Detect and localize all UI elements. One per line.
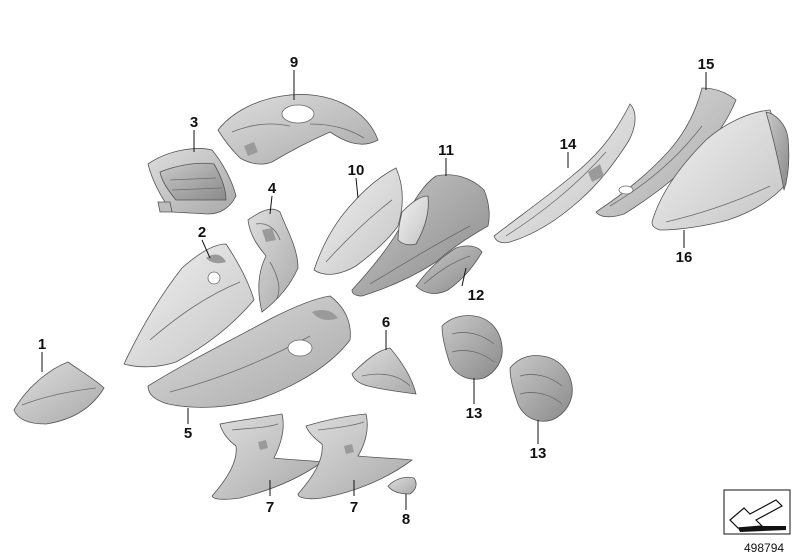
callout-12: 12 <box>468 287 485 304</box>
callout-3: 3 <box>190 114 198 131</box>
callout-10: 10 <box>348 162 365 179</box>
leader-10 <box>355 177 359 199</box>
callout-15: 15 <box>698 56 715 73</box>
part-7-belly-pan-left <box>211 413 324 500</box>
reference-number: 498794 <box>744 541 784 555</box>
reference-box <box>723 489 791 535</box>
part-14-rear-side-trim <box>493 103 636 244</box>
leader-12 <box>461 267 467 287</box>
callout-1: 1 <box>38 336 46 353</box>
callout-7-right: 7 <box>350 499 358 516</box>
part-16-rear-cowl <box>651 109 790 231</box>
part-9-tank-cover <box>217 94 379 165</box>
part-12-inner-panel <box>415 245 483 294</box>
callout-5: 5 <box>184 425 192 442</box>
callout-6: 6 <box>382 314 390 331</box>
part-4-inner-bracket <box>247 208 299 313</box>
part-8-small-cap <box>387 476 417 495</box>
callout-8: 8 <box>402 511 410 528</box>
part-5-side-fairing <box>147 295 351 408</box>
callout-2: 2 <box>198 224 206 241</box>
part-13-knee-pad-upper <box>441 315 503 380</box>
direction-arrow-icon <box>729 499 783 529</box>
part-7-belly-pan-right <box>297 413 414 500</box>
callout-13-lower: 13 <box>530 445 547 462</box>
leader-4 <box>269 195 273 215</box>
callout-9: 9 <box>290 54 298 71</box>
part-10-side-trim <box>313 167 403 275</box>
part-6-small-deflector <box>351 347 417 395</box>
callout-14: 14 <box>560 136 577 153</box>
leader-2 <box>201 239 211 259</box>
callout-7-left: 7 <box>266 499 274 516</box>
callout-13-upper: 13 <box>466 405 483 422</box>
callout-16: 16 <box>676 249 693 266</box>
part-1-front-cover <box>13 361 105 425</box>
part-2-side-panel <box>123 243 255 368</box>
part-15-rear-upper-trim <box>595 87 737 218</box>
callout-4: 4 <box>268 180 277 197</box>
part-3-instrument-housing <box>147 148 237 215</box>
leader-lines <box>41 70 707 510</box>
part-11-tank-side-panel <box>351 174 490 297</box>
callout-labels: 1 2 3 4 5 6 7 7 8 9 10 11 12 13 13 14 15… <box>38 54 715 528</box>
part-13-knee-pad-lower <box>509 355 573 422</box>
callout-11: 11 <box>438 142 454 159</box>
